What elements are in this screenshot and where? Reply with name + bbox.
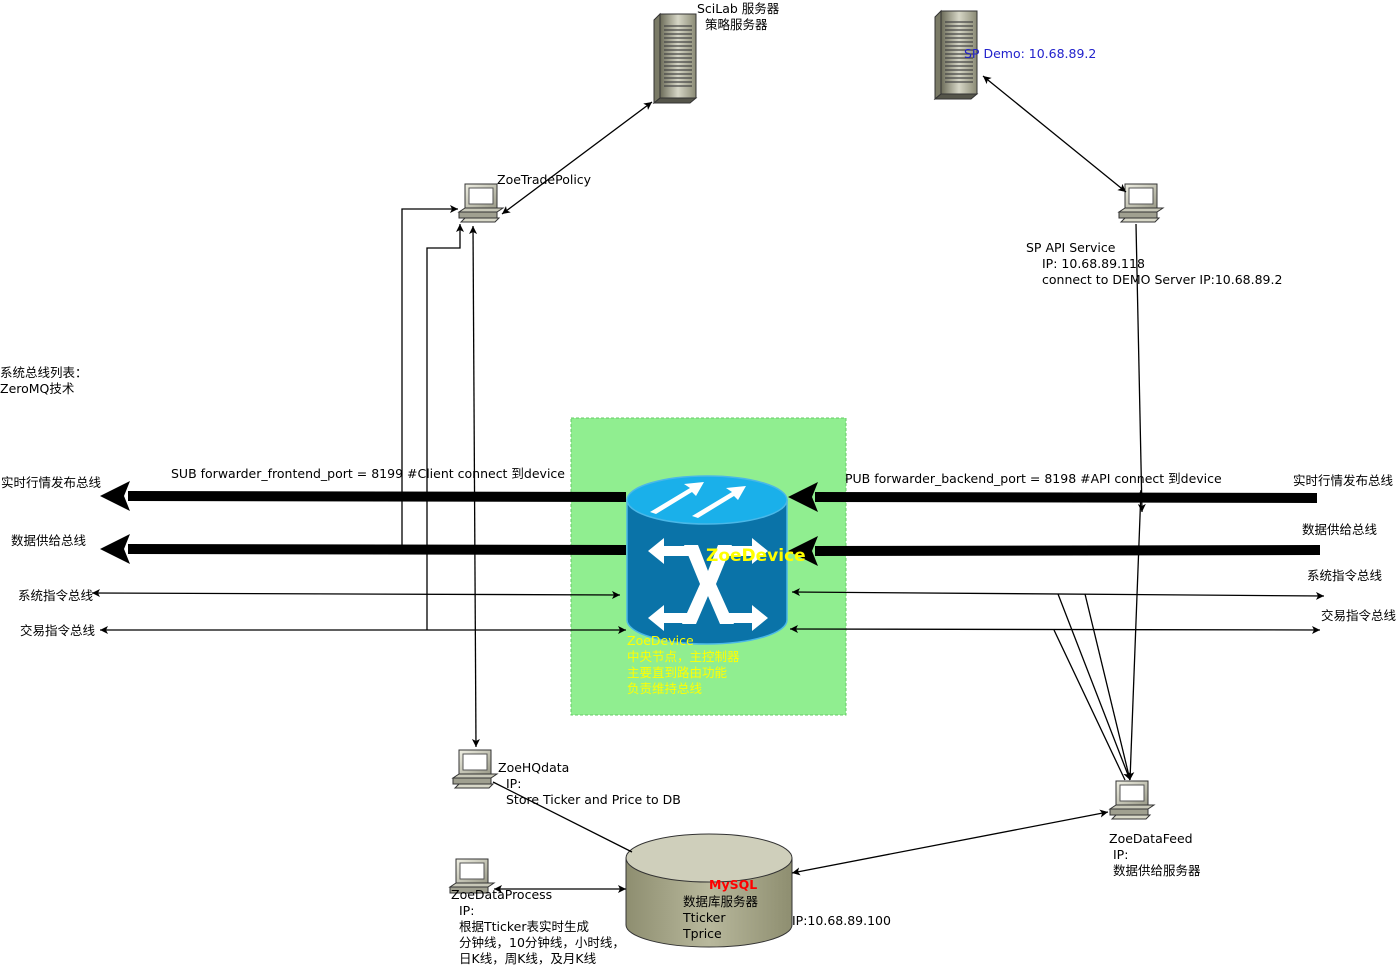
right-bus-tradecmd: 交易指令总线 xyxy=(1321,608,1397,623)
scilab-line1: SciLab 服务器 xyxy=(697,1,780,16)
right-bus-datasupply: 数据供给总线 xyxy=(1302,522,1378,537)
left-bus-realtime: 实时行情发布总线 xyxy=(1,475,102,490)
left-bus-tradecmd: 交易指令总线 xyxy=(20,623,96,638)
datafeed-pc-icon xyxy=(1108,780,1156,820)
db-line3: Tprice xyxy=(683,926,722,941)
trade-policy-pc-icon xyxy=(457,183,505,223)
trade-policy-label: ZoeTradePolicy xyxy=(497,172,592,187)
datafeed-line3: 数据供给服务器 xyxy=(1113,863,1201,878)
db-line2: Tticker xyxy=(683,910,726,925)
dataprocess-pc-icon xyxy=(448,858,496,894)
right-bus-syscmd: 系统指令总线 xyxy=(1307,568,1383,583)
hqdata-line1: ZoeHQdata xyxy=(498,760,570,775)
scilab-server-icon xyxy=(652,12,698,105)
device-desc1: ZoeDevice xyxy=(627,633,694,648)
left-bus-syscmd: 系统指令总线 xyxy=(18,588,94,603)
backend-port-label: PUB forwarder_backend_port = 8198 #API c… xyxy=(845,471,1222,486)
sp-api-pc-icon xyxy=(1117,183,1165,223)
sp-api-line1: SP API Service xyxy=(1026,240,1116,255)
device-desc4: 负责维持总线 xyxy=(627,681,703,696)
sp-demo-label: SP Demo: 10.68.89.2 xyxy=(964,46,1097,61)
scilab-line2: 策略服务器 xyxy=(704,17,768,32)
bus-list-line2: ZeroMQ技术 xyxy=(0,381,75,396)
dataprocess-line3: 根据Tticker表实时生成 xyxy=(459,919,590,934)
scilab-server-label: SciLab 服务器 策略服务器 xyxy=(697,1,779,33)
bus-lines xyxy=(91,75,1325,893)
frontend-port-label: SUB forwarder_frontend_port = 8199 #Clie… xyxy=(171,466,565,481)
hqdata-line3: Store Ticker and Price to DB xyxy=(506,792,681,807)
device-icon-label: ZoeDevice xyxy=(706,546,806,566)
datafeed-line2: IP: xyxy=(1113,847,1129,862)
bus-list-line1: 系统总线列表： xyxy=(0,365,88,380)
datafeed-line1: ZoeDataFeed xyxy=(1109,831,1193,846)
left-bus-datasupply: 数据供给总线 xyxy=(11,533,87,548)
mysql-database-icon xyxy=(625,833,793,948)
dataprocess-line5: 日K线，周K线，及月K线 xyxy=(459,951,597,966)
db-ip: IP:10.68.89.100 xyxy=(792,913,891,928)
mysql-label: MySQL xyxy=(709,877,758,892)
device-desc2: 中央节点，主控制器 xyxy=(627,649,740,664)
sp-api-line2: IP: 10.68.89.118 xyxy=(1042,256,1145,271)
dataprocess-line4: 分钟线，10分钟线，小时线， xyxy=(459,935,625,950)
sp-demo-server-icon xyxy=(933,9,979,101)
right-bus-realtime: 实时行情发布总线 xyxy=(1293,473,1394,488)
zoedevice-switch-icon xyxy=(626,475,788,645)
hqdata-line2: IP: xyxy=(506,776,522,791)
sp-api-line3: connect to DEMO Server IP:10.68.89.2 xyxy=(1042,272,1283,287)
db-line1: 数据库服务器 xyxy=(683,894,759,909)
dataprocess-line2: IP: xyxy=(459,903,475,918)
hqdata-pc-icon xyxy=(451,749,499,789)
dataprocess-line1: ZoeDataProcess xyxy=(451,887,553,902)
device-desc3: 主要直到路由功能 xyxy=(627,665,728,680)
